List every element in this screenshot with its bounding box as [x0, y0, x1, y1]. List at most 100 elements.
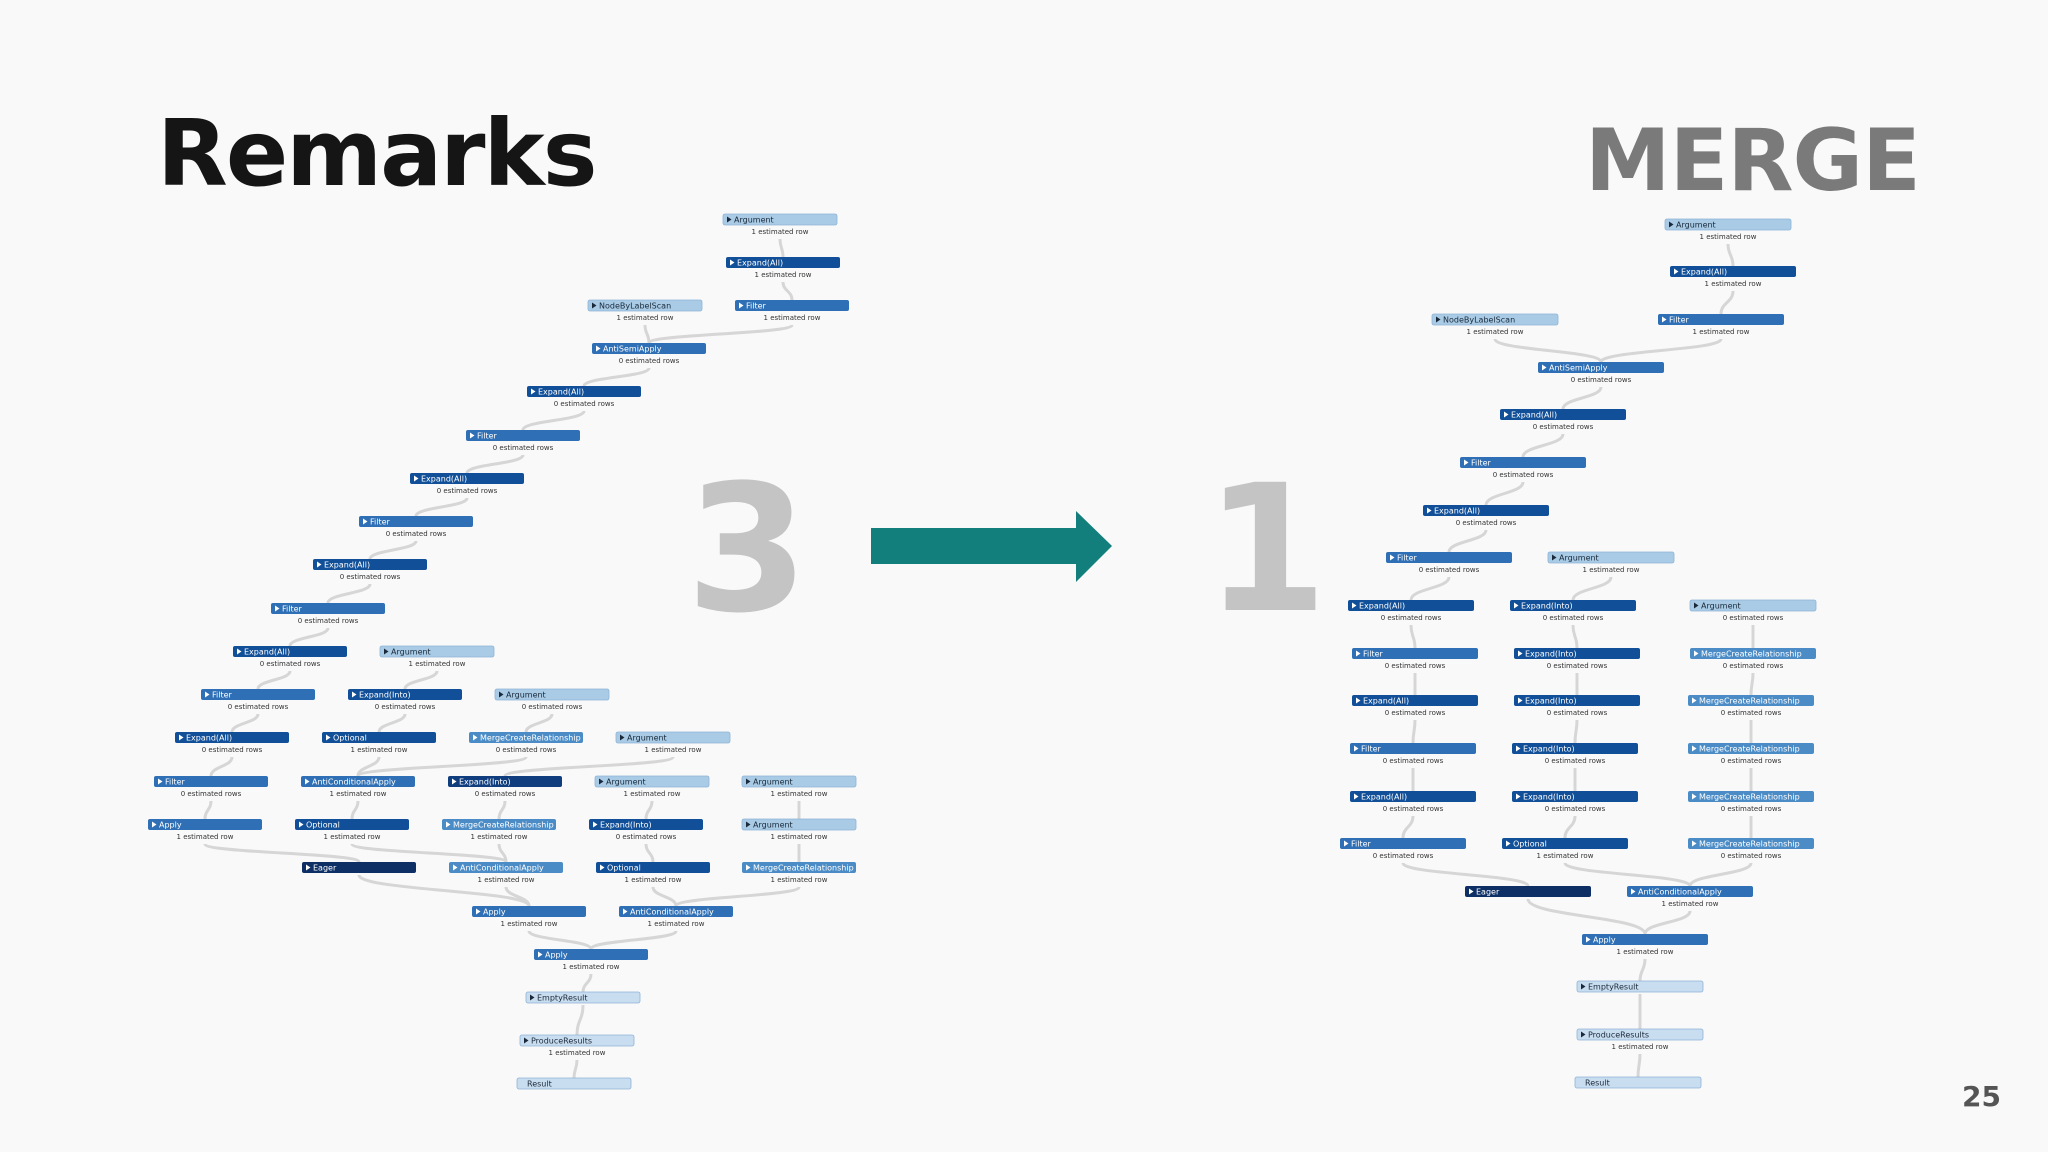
expand-triangle-icon[interactable]: [1669, 221, 1674, 228]
expand-triangle-icon[interactable]: [1692, 793, 1697, 800]
operator-box[interactable]: [741, 775, 857, 788]
operator-box[interactable]: [1348, 600, 1474, 611]
operator-box[interactable]: [449, 862, 563, 873]
expand-triangle-icon[interactable]: [1464, 459, 1469, 466]
expand-triangle-icon[interactable]: [1436, 316, 1441, 323]
operator-box[interactable]: [735, 300, 849, 311]
plan-operator[interactable]: Expand(Into)0 estimated rows: [1514, 695, 1640, 717]
expand-triangle-icon[interactable]: [317, 561, 322, 568]
operator-box[interactable]: [1512, 791, 1638, 802]
expand-triangle-icon[interactable]: [414, 475, 419, 482]
plan-operator[interactable]: Expand(All)0 estimated rows: [175, 732, 289, 754]
operator-box[interactable]: [1465, 886, 1591, 897]
operator-box[interactable]: [726, 257, 840, 268]
plan-operator[interactable]: Expand(All)0 estimated rows: [1350, 791, 1476, 813]
expand-triangle-icon[interactable]: [1581, 983, 1586, 990]
operator-box[interactable]: [233, 646, 347, 657]
expand-triangle-icon[interactable]: [1694, 650, 1699, 657]
expand-triangle-icon[interactable]: [1354, 745, 1359, 752]
operator-box[interactable]: [469, 732, 583, 743]
operator-box[interactable]: [379, 645, 495, 658]
operator-box[interactable]: [1688, 791, 1814, 802]
operator-box[interactable]: [1502, 838, 1628, 849]
operator-box[interactable]: [1574, 1076, 1702, 1089]
expand-triangle-icon[interactable]: [1344, 840, 1349, 847]
operator-box[interactable]: [1350, 743, 1476, 754]
operator-box[interactable]: [359, 516, 473, 527]
operator-box[interactable]: [348, 689, 462, 700]
operator-box[interactable]: [1582, 934, 1708, 945]
operator-box[interactable]: [1340, 838, 1466, 849]
operator-box[interactable]: [1512, 743, 1638, 754]
expand-triangle-icon[interactable]: [1694, 602, 1699, 609]
operator-box[interactable]: [472, 906, 586, 917]
operator-box[interactable]: [271, 603, 385, 614]
operator-box[interactable]: [1514, 648, 1640, 659]
expand-triangle-icon[interactable]: [499, 691, 504, 698]
expand-triangle-icon[interactable]: [326, 734, 331, 741]
expand-triangle-icon[interactable]: [473, 734, 478, 741]
expand-triangle-icon[interactable]: [727, 216, 732, 223]
plan-operator[interactable]: Expand(All)0 estimated rows: [1352, 695, 1478, 717]
plan-operator[interactable]: Expand(All)0 estimated rows: [1423, 505, 1549, 527]
operator-box[interactable]: [742, 862, 856, 873]
expand-triangle-icon[interactable]: [531, 388, 536, 395]
plan-operator[interactable]: Eager: [302, 862, 416, 873]
operator-box[interactable]: [1423, 505, 1549, 516]
plan-operator[interactable]: Expand(Into)0 estimated rows: [1510, 600, 1636, 622]
plan-operator[interactable]: Expand(All)0 estimated rows: [1500, 409, 1626, 431]
expand-triangle-icon[interactable]: [538, 951, 543, 958]
plan-operator[interactable]: Expand(Into)0 estimated rows: [1514, 648, 1640, 670]
expand-triangle-icon[interactable]: [593, 821, 598, 828]
operator-box[interactable]: [516, 1077, 632, 1090]
expand-triangle-icon[interactable]: [305, 778, 310, 785]
operator-box[interactable]: [1688, 695, 1814, 706]
expand-triangle-icon[interactable]: [730, 259, 735, 266]
operator-box[interactable]: [322, 732, 436, 743]
expand-triangle-icon[interactable]: [1581, 1031, 1586, 1038]
operator-box[interactable]: [589, 819, 703, 830]
operator-box[interactable]: [1664, 218, 1792, 231]
plan-operator[interactable]: Expand(Into)0 estimated rows: [1512, 743, 1638, 765]
operator-box[interactable]: [1690, 648, 1816, 659]
operator-box[interactable]: [592, 343, 706, 354]
expand-triangle-icon[interactable]: [596, 345, 601, 352]
plan-operator[interactable]: Result: [516, 1077, 632, 1090]
operator-box[interactable]: [1688, 743, 1814, 754]
operator-box[interactable]: [594, 775, 710, 788]
operator-box[interactable]: [201, 689, 315, 700]
expand-triangle-icon[interactable]: [746, 864, 751, 871]
expand-triangle-icon[interactable]: [1516, 745, 1521, 752]
expand-triangle-icon[interactable]: [1662, 316, 1667, 323]
expand-triangle-icon[interactable]: [1586, 936, 1591, 943]
expand-triangle-icon[interactable]: [452, 778, 457, 785]
expand-triangle-icon[interactable]: [1390, 554, 1395, 561]
expand-triangle-icon[interactable]: [1504, 411, 1509, 418]
plan-operator[interactable]: EmptyResult: [525, 991, 641, 1004]
operator-box[interactable]: [313, 559, 427, 570]
operator-box[interactable]: [175, 732, 289, 743]
expand-triangle-icon[interactable]: [152, 821, 157, 828]
